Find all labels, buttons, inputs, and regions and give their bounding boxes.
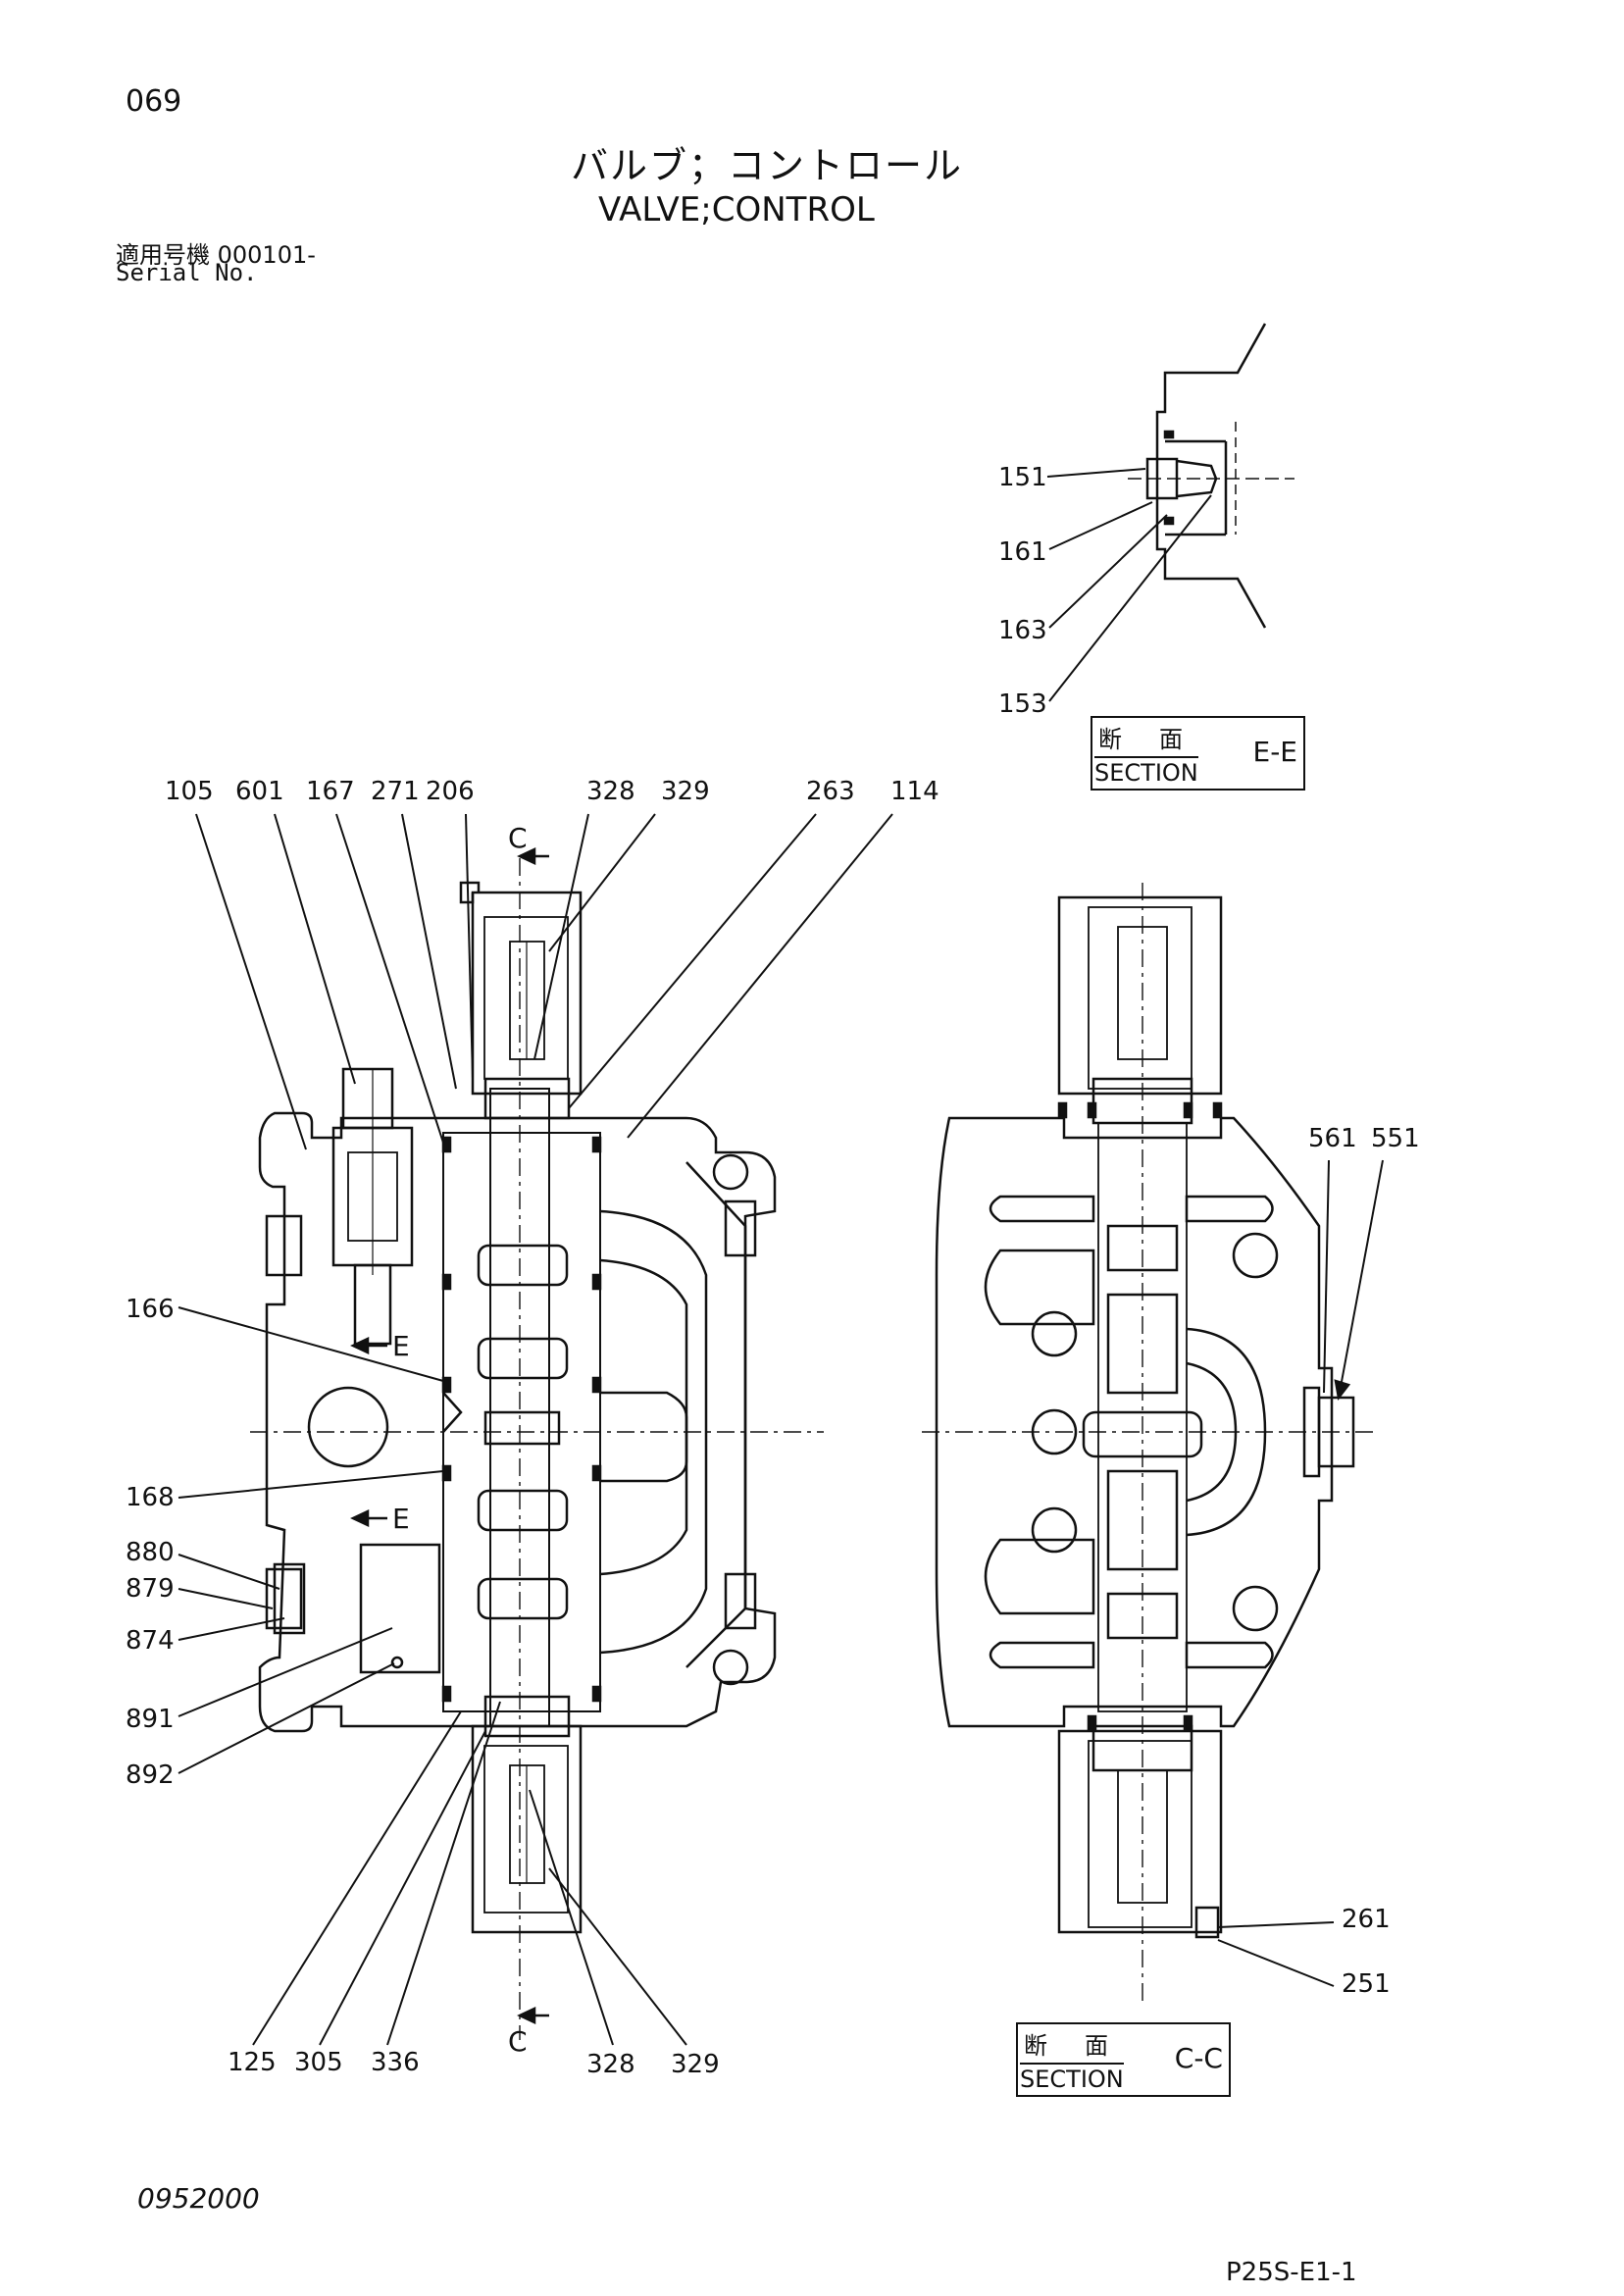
title-english: VALVE;CONTROL	[598, 190, 875, 230]
callout-161: 161	[998, 537, 1047, 567]
section-cc-en: SECTION	[1020, 2063, 1124, 2093]
callout-151: 151	[998, 463, 1047, 492]
section-ee-jp: 断面	[1098, 726, 1220, 753]
page-number: 069	[126, 84, 182, 119]
page-reference: P25S-E1-1	[1226, 2258, 1357, 2287]
callout-328-bottom: 328	[586, 2050, 635, 2079]
callout-336: 336	[371, 2048, 420, 2077]
callout-105: 105	[165, 777, 214, 806]
callout-206: 206	[426, 777, 475, 806]
callout-891: 891	[126, 1705, 175, 1734]
callout-263: 263	[806, 777, 855, 806]
serial-label-japanese: 適用号機 000101-	[116, 241, 316, 269]
callout-305: 305	[294, 2048, 343, 2077]
section-ee-en: SECTION	[1094, 756, 1198, 787]
callout-163: 163	[998, 616, 1047, 645]
detail-section-ee	[1046, 323, 1294, 702]
section-ee-mark: E-E	[1252, 736, 1298, 768]
callout-879: 879	[126, 1574, 175, 1604]
section-cc-label: 断面 SECTION C-C	[1016, 2022, 1231, 2097]
callout-328-top: 328	[586, 777, 635, 806]
callout-329-bottom: 329	[671, 2050, 720, 2079]
section-cc-jp: 断面	[1024, 2032, 1145, 2060]
callout-114: 114	[890, 777, 939, 806]
callout-271: 271	[371, 777, 420, 806]
cut-mark-c-top: C	[508, 822, 528, 854]
callout-551: 551	[1371, 1124, 1420, 1153]
cut-mark-e-top: E	[392, 1330, 410, 1362]
callout-329-top: 329	[661, 777, 710, 806]
callout-251: 251	[1342, 1969, 1391, 1999]
section-ee-label: 断面 SECTION E-E	[1091, 716, 1305, 791]
callout-125: 125	[228, 2048, 277, 2077]
cut-mark-c-bottom: C	[508, 2025, 528, 2058]
callout-561: 561	[1308, 1124, 1357, 1153]
callout-166: 166	[126, 1295, 175, 1324]
main-valve-view	[178, 813, 893, 2046]
callout-874: 874	[126, 1626, 175, 1656]
callout-892: 892	[126, 1760, 175, 1790]
document-number: 0952000	[137, 2182, 260, 2215]
serial-label-english: Serial No.	[116, 259, 258, 286]
callout-601: 601	[235, 777, 284, 806]
section-cc-view	[922, 883, 1384, 2001]
callout-167: 167	[306, 777, 355, 806]
cut-mark-e-bottom: E	[392, 1503, 410, 1535]
callout-153: 153	[998, 689, 1047, 719]
callout-261: 261	[1342, 1905, 1391, 1934]
section-cc-mark: C-C	[1174, 2042, 1223, 2074]
title-japanese: バルブ；コントロール	[571, 144, 964, 187]
callout-880: 880	[126, 1538, 175, 1567]
callout-168: 168	[126, 1483, 175, 1512]
